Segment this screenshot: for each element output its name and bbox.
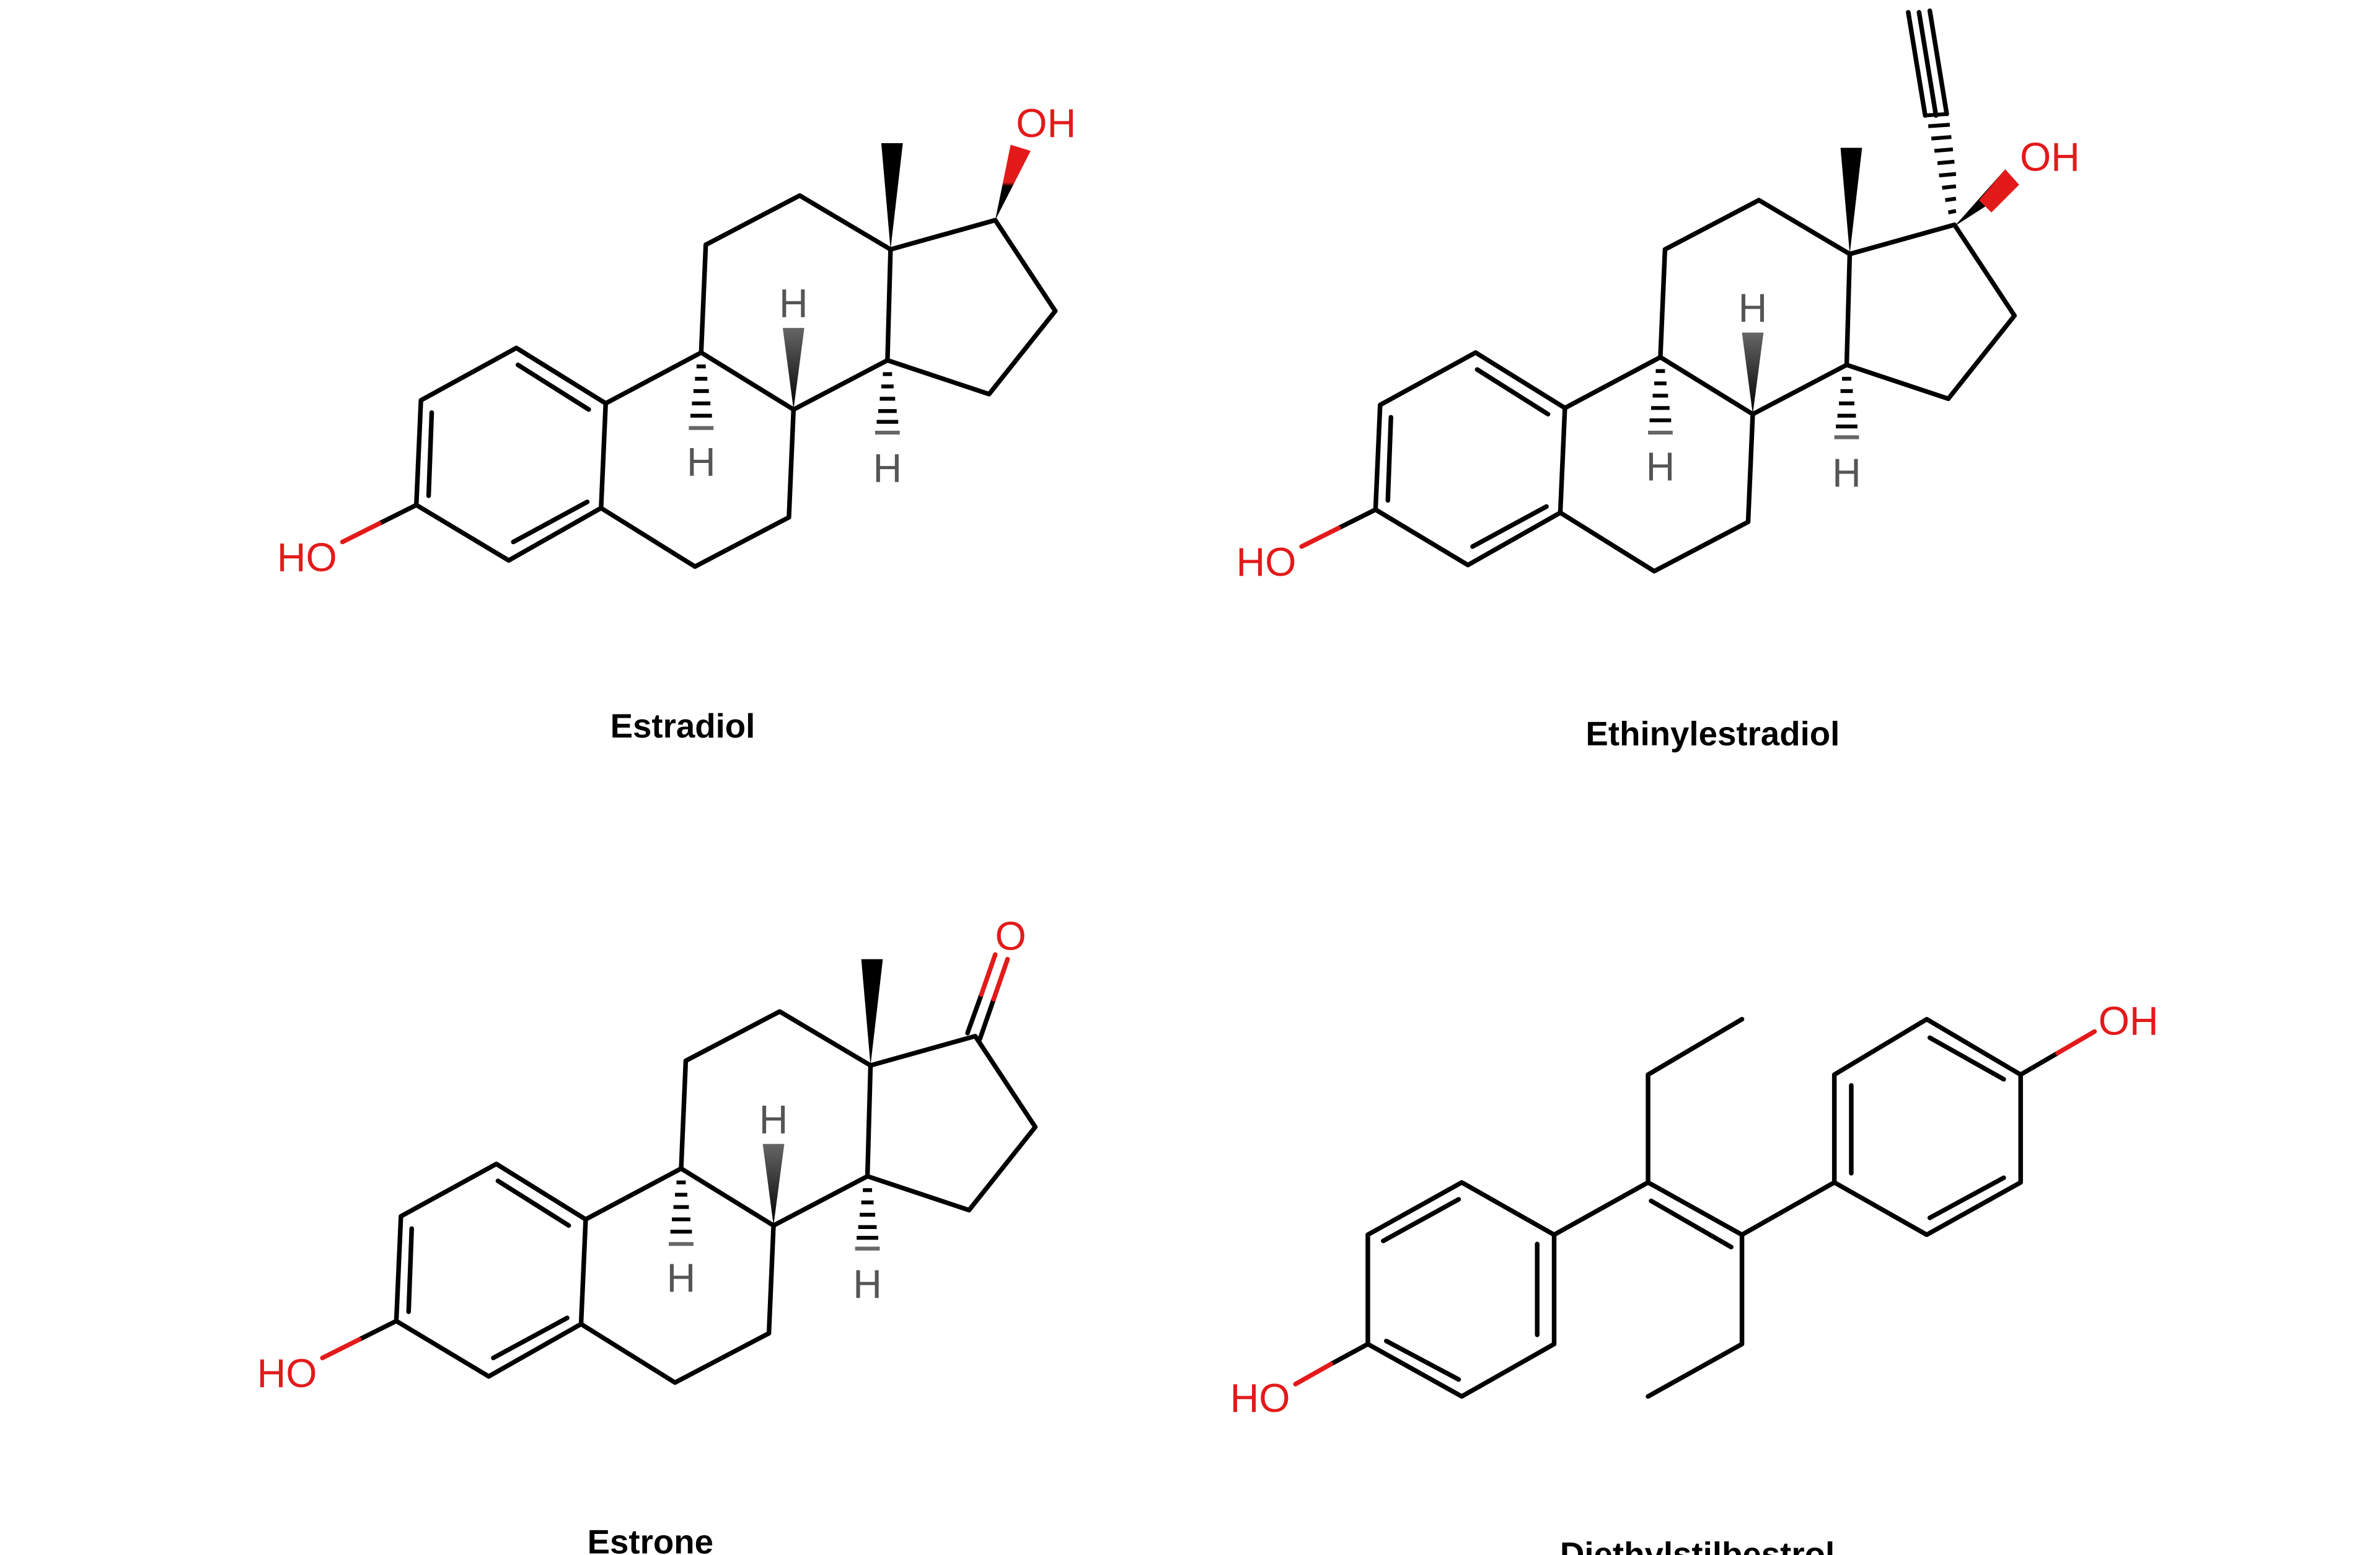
atom-label-ho: HO: [257, 1351, 317, 1396]
atom-label-oh: OH: [1016, 101, 1076, 146]
atom-label-oh: OH: [2099, 998, 2159, 1043]
molecule-diethylstilbestrol: HO OH Diethylstilbestrol: [1230, 998, 2159, 1555]
steroid-skeleton: [1302, 148, 2014, 571]
molecule-ethinylestradiol: HO OH H H H Ethinylestradiol: [1236, 8, 2080, 752]
steroid-skeleton: [322, 959, 1035, 1383]
molecule-name: Diethylstilbestrol: [1560, 1535, 1835, 1555]
atom-label-h: H: [873, 446, 902, 491]
atom-label-ho: HO: [1236, 540, 1297, 584]
atom-label-h: H: [1646, 444, 1675, 489]
atom-label-h: H: [853, 1262, 882, 1306]
atom-label-h: H: [1832, 451, 1861, 495]
atom-label-h: H: [759, 1097, 788, 1142]
atom-label-h: H: [667, 1256, 696, 1300]
atom-label-ho: HO: [1230, 1376, 1290, 1421]
atom-label-h: H: [687, 440, 716, 485]
molecule-estradiol: HO OH H H H Estradiol: [277, 101, 1076, 745]
molecule-estrone: HO O H H H Estrone: [257, 914, 1036, 1555]
triple-bond: [1906, 8, 1949, 118]
atom-label-o: O: [995, 914, 1026, 959]
molecule-name: Estrone: [588, 1523, 713, 1555]
atom-label-h: H: [1739, 286, 1768, 330]
molecule-name: Estradiol: [610, 707, 756, 745]
atom-label-h: H: [779, 281, 808, 326]
ketone-double-bond: [965, 952, 1010, 1042]
ethynyl-hashed-bond: [1924, 112, 1957, 214]
atom-label-ho: HO: [277, 535, 337, 580]
steroid-skeleton: [342, 143, 1055, 566]
molecule-name: Ethinylestradiol: [1585, 715, 1840, 752]
atom-label-oh: OH: [2020, 135, 2080, 180]
oh-wedge-bond: [995, 144, 1031, 221]
